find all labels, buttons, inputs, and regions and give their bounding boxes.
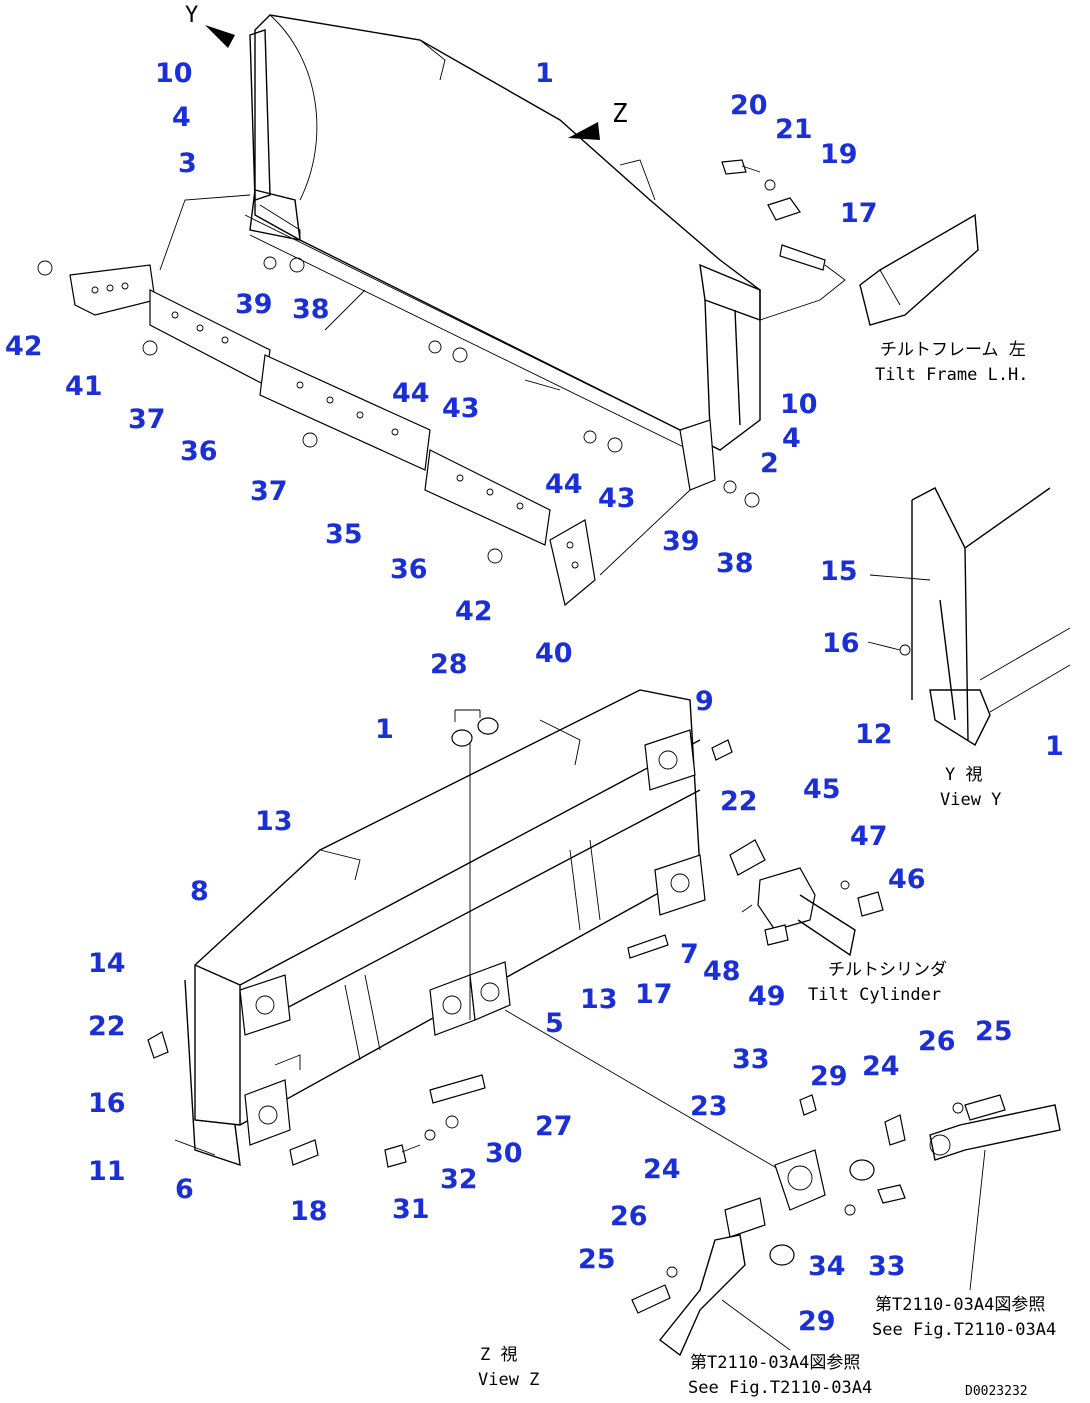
callout-13: 13 xyxy=(255,806,293,837)
see-fig-right-en: See Fig.T2110-03A4 xyxy=(872,1320,1056,1340)
callout-25: 25 xyxy=(975,1016,1013,1047)
y-marker: Y xyxy=(185,3,198,28)
callout-36: 36 xyxy=(180,436,218,467)
callout-30: 30 xyxy=(485,1138,523,1169)
callout-28: 28 xyxy=(430,649,468,680)
callout-10: 10 xyxy=(155,58,193,89)
tilt-frame-jp: チルトフレーム 左 xyxy=(880,340,1026,360)
callout-4: 4 xyxy=(172,102,191,133)
view-z-en: View Z xyxy=(478,1370,539,1390)
callout-43: 43 xyxy=(598,483,636,514)
callout-13: 13 xyxy=(580,984,618,1015)
callout-29: 29 xyxy=(810,1061,848,1092)
callout-2: 2 xyxy=(760,448,779,479)
callout-47: 47 xyxy=(850,821,888,852)
callout-36: 36 xyxy=(390,554,428,585)
callout-16: 16 xyxy=(822,628,860,659)
callout-38: 38 xyxy=(292,294,330,325)
callout-34: 34 xyxy=(808,1251,846,1282)
callout-22: 22 xyxy=(720,786,758,817)
callout-5: 5 xyxy=(545,1008,564,1039)
callout-31: 31 xyxy=(392,1194,430,1225)
callout-1: 1 xyxy=(375,714,394,745)
drawing-number: D0023232 xyxy=(965,1384,1028,1399)
callout-3: 3 xyxy=(178,148,197,179)
callout-15: 15 xyxy=(820,556,858,587)
view-z-jp: Z 視 xyxy=(480,1345,517,1365)
callout-8: 8 xyxy=(190,876,209,907)
callout-14: 14 xyxy=(88,948,126,979)
callout-45: 45 xyxy=(803,774,841,805)
callout-7: 7 xyxy=(680,939,699,970)
callout-42: 42 xyxy=(5,331,43,362)
callout-48: 48 xyxy=(703,956,741,987)
see-fig-bottom-jp: 第T2110-03A4図参照 xyxy=(690,1353,860,1373)
callout-21: 21 xyxy=(775,114,813,145)
upper-blade-assembly xyxy=(37,14,761,607)
callout-20: 20 xyxy=(730,90,768,121)
callout-22: 22 xyxy=(88,1011,126,1042)
callout-17: 17 xyxy=(635,979,673,1010)
lower-blade-assembly xyxy=(147,689,884,1171)
callout-49: 49 xyxy=(748,981,786,1012)
callout-37: 37 xyxy=(128,404,166,435)
view-y-jp: Y 視 xyxy=(945,765,982,785)
callout-44: 44 xyxy=(392,378,430,409)
callout-24: 24 xyxy=(643,1154,681,1185)
callout-24: 24 xyxy=(862,1051,900,1082)
callout-46: 46 xyxy=(888,864,926,895)
callout-1: 1 xyxy=(1045,731,1064,762)
callout-40: 40 xyxy=(535,638,573,669)
callout-19: 19 xyxy=(820,139,858,170)
callout-42: 42 xyxy=(455,596,493,627)
callout-9: 9 xyxy=(695,686,714,717)
swivel-joint-assembly xyxy=(631,1094,1061,1357)
callout-4: 4 xyxy=(782,423,801,454)
callout-39: 39 xyxy=(235,289,273,320)
pin-group-upper-right xyxy=(721,159,979,326)
callout-10: 10 xyxy=(780,389,818,420)
see-fig-bottom-en: See Fig.T2110-03A4 xyxy=(688,1378,872,1398)
callout-37: 37 xyxy=(250,476,288,507)
tilt-frame-en: Tilt Frame L.H. xyxy=(875,365,1029,385)
callout-29: 29 xyxy=(798,1306,836,1337)
callout-35: 35 xyxy=(325,519,363,550)
callout-numbers: 10 4 3 1 20 21 19 17 42 41 39 38 37 36 4… xyxy=(5,58,1064,1337)
callout-11: 11 xyxy=(88,1156,126,1187)
view-y-en: View Y xyxy=(940,790,1001,810)
view-y-detail xyxy=(899,487,1071,747)
callout-27: 27 xyxy=(535,1111,573,1142)
callout-23: 23 xyxy=(690,1091,728,1122)
callout-44: 44 xyxy=(545,469,583,500)
callout-33: 33 xyxy=(868,1251,906,1282)
z-marker: Z xyxy=(612,99,628,129)
callout-38: 38 xyxy=(716,548,754,579)
callout-1: 1 xyxy=(535,58,554,89)
callout-41: 41 xyxy=(65,371,103,402)
callout-18: 18 xyxy=(290,1196,328,1227)
callout-32: 32 xyxy=(440,1164,478,1195)
tilt-cylinder-jp: チルトシリンダ xyxy=(828,960,947,980)
callout-17: 17 xyxy=(840,198,878,229)
callout-33: 33 xyxy=(732,1044,770,1075)
see-fig-right-jp: 第T2110-03A4図参照 xyxy=(875,1295,1045,1315)
tilt-cylinder-en: Tilt Cylinder xyxy=(808,985,941,1005)
callout-12: 12 xyxy=(855,719,893,750)
callout-43: 43 xyxy=(442,393,480,424)
callout-16: 16 xyxy=(88,1088,126,1119)
notes: Y Z チルトフレーム 左 Tilt Frame L.H. Y 視 View Y… xyxy=(185,3,1056,1399)
callout-26: 26 xyxy=(918,1026,956,1057)
callout-39: 39 xyxy=(662,526,700,557)
callout-26: 26 xyxy=(610,1201,648,1232)
callout-6: 6 xyxy=(175,1174,194,1205)
callout-25: 25 xyxy=(578,1244,616,1275)
view-arrows xyxy=(205,25,931,651)
